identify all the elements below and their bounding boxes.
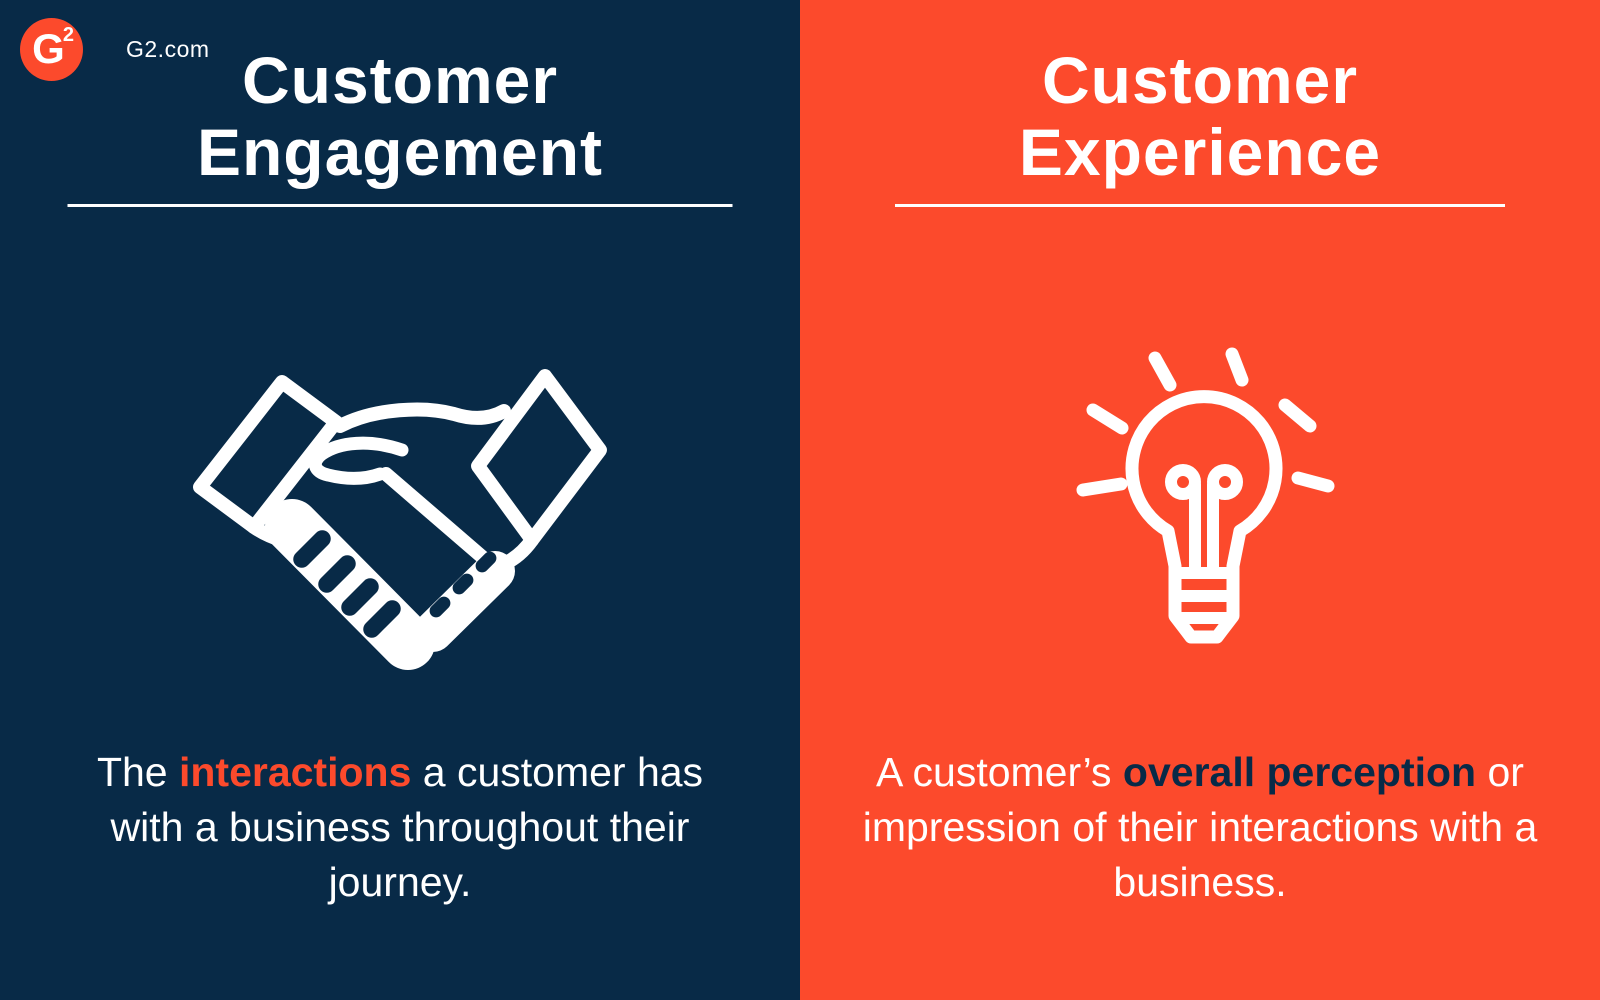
engagement-title: Customer Engagement — [196, 43, 604, 189]
text-segment: The — [96, 749, 179, 795]
text-segment: or impression of their interactions with… — [862, 749, 1538, 905]
g2-logo: G 2 — [20, 18, 83, 81]
experience-description: A customer’s overall perception or impre… — [800, 745, 1600, 910]
g2-logo-letter: G — [32, 24, 65, 72]
engagement-title-underline — [67, 204, 733, 207]
lightbulb-icon — [1059, 338, 1349, 653]
text-segment: interactions — [178, 749, 412, 795]
engagement-description: The interactions a customer has with a b… — [0, 745, 800, 910]
customer-experience-panel: Customer Experience — [800, 0, 1600, 1000]
experience-title-underline — [895, 204, 1505, 207]
text-segment: overall perception — [1122, 749, 1477, 795]
text-segment: a customer has with a business throughou… — [110, 749, 704, 905]
customer-engagement-panel: G 2 G2.com Customer Engagement — [0, 18, 800, 910]
experience-title: Customer Experience — [1018, 43, 1382, 189]
site-label: G2.com — [126, 36, 210, 62]
text-segment: A customer’s — [876, 749, 1123, 795]
g2-logo-superscript: 2 — [62, 24, 74, 46]
handshake-icon — [190, 362, 610, 677]
